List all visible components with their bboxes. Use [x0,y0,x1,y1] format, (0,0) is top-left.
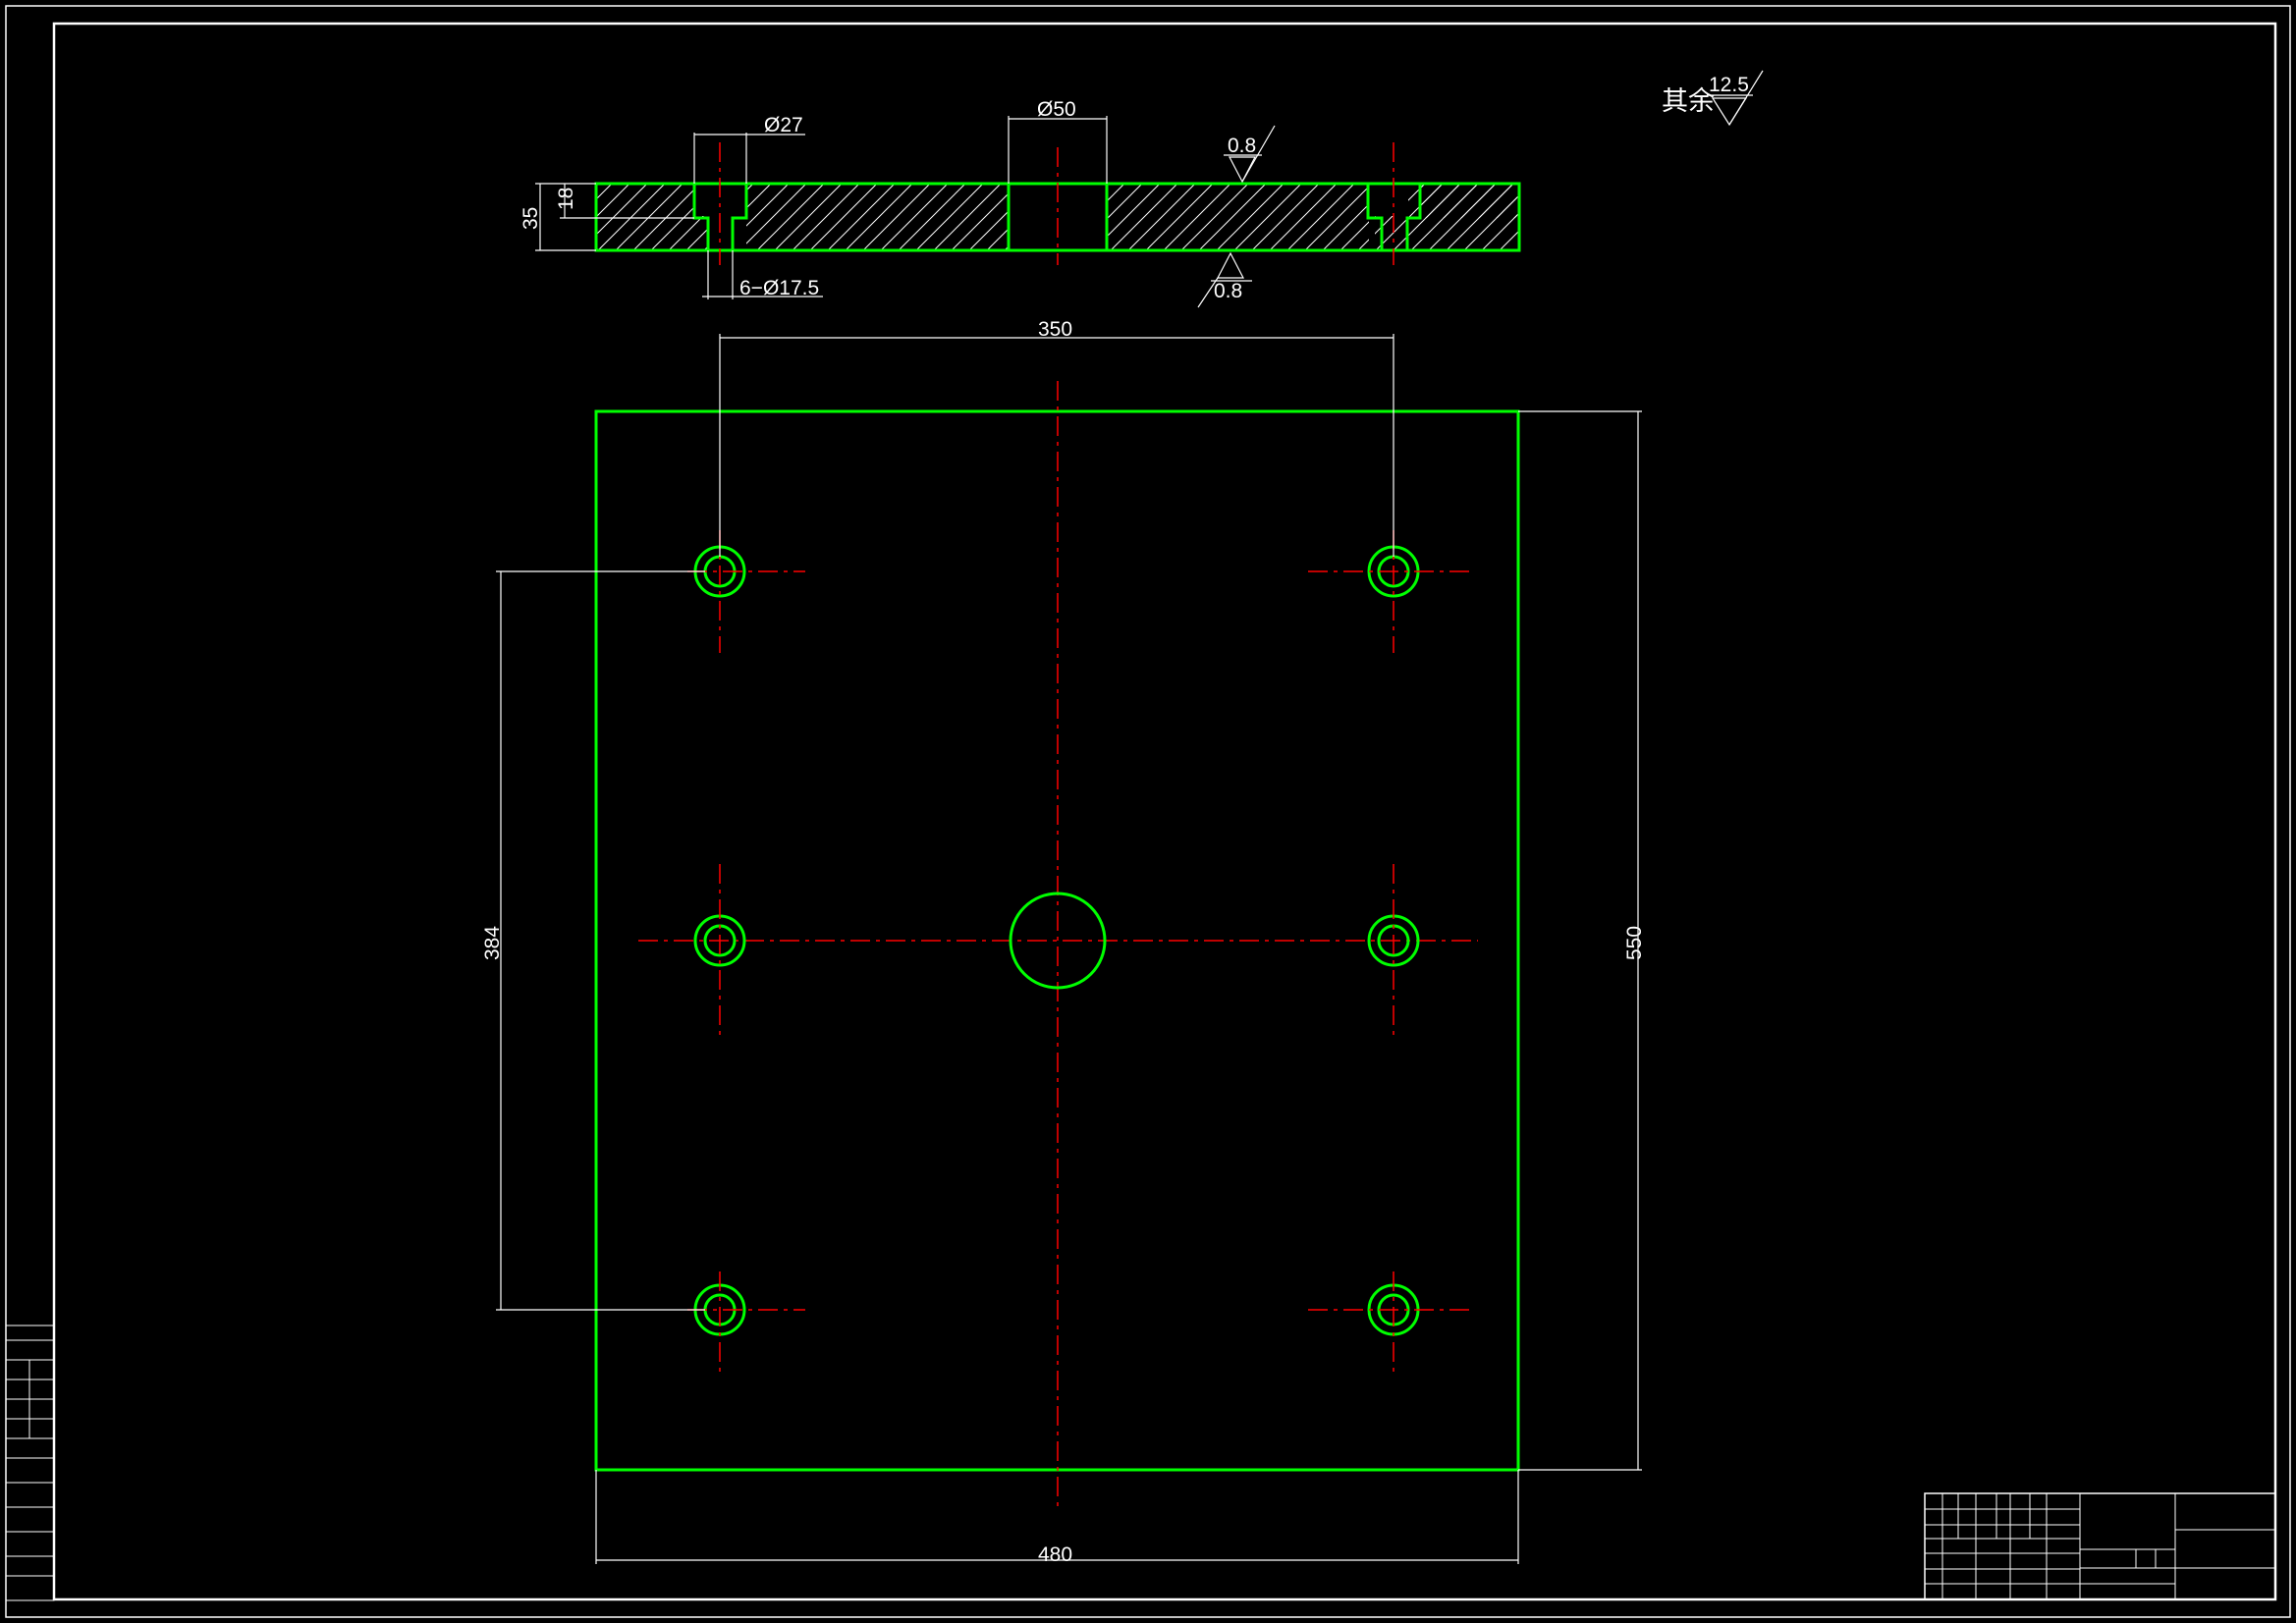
dim-center-hole-dia: Ø50 [1037,98,1076,121]
section-counterbore-right [1366,182,1422,252]
dim-through-holes: 6−Ø17.5 [739,277,819,299]
hatch-area [746,184,1009,250]
roughness-general: 其余 12.5 [1662,70,1764,127]
roughness-top-value: 0.8 [1228,135,1256,157]
center-hole [1009,892,1107,990]
inner-frame [52,22,2277,1601]
dim-hole-spacing-y: 384 [481,926,504,960]
section-view [594,142,1521,265]
plan-dimensions: 350 384 550 480 [481,318,1646,1566]
dim-hole-spacing-x: 350 [1038,318,1072,341]
hatch-area [1107,184,1369,250]
hatch-area [1408,184,1518,250]
dim-total-height: 35 [519,207,542,230]
roughness-top: 0.8 [1224,125,1276,184]
counterbore-holes [687,530,1473,1377]
roughness-others-label: 其余 [1662,86,1715,116]
hatch-area [694,216,709,250]
section-dimensions: Ø27 Ø50 35 18 6−Ø17.5 [519,98,1108,299]
hatch-area [1375,216,1408,250]
dim-counterbore-dia: Ø27 [764,114,803,136]
hole-top-left [687,530,805,653]
dim-plate-height: 550 [1623,926,1646,960]
hole-mid-left [693,864,746,1036]
hatch-area [596,184,694,250]
hole-bottom-left [687,1271,805,1377]
roughness-bottom-value: 0.8 [1214,280,1242,302]
dim-counterbore-depth: 18 [555,188,577,210]
roughness-bottom: 0.8 [1197,251,1252,308]
dim-plate-width: 480 [1038,1543,1072,1566]
title-block [1924,1492,2276,1600]
hole-bottom-right [1308,1271,1473,1377]
left-side-table [5,1325,55,1601]
plan-view [594,381,1520,1507]
hole-top-right [1308,530,1473,653]
roughness-others-value: 12.5 [1709,74,1749,96]
hole-mid-right [1367,864,1420,1036]
outer-border [5,5,2291,1618]
